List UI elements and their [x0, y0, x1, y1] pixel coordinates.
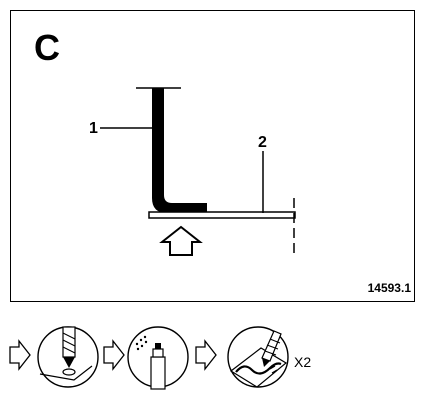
repeat-count-label: X2	[294, 354, 311, 370]
step-arrow-icon	[9, 339, 31, 371]
step-arrow-icon	[103, 339, 125, 371]
push-up-arrow-icon	[159, 225, 203, 256]
callout-1-label: 1	[89, 120, 98, 137]
step-arrow-icon	[195, 339, 217, 371]
bracket-part-1	[152, 88, 207, 213]
spray-can-icon	[127, 326, 189, 390]
base-panel	[148, 211, 296, 219]
panel-letter: C	[34, 27, 60, 68]
diagram-frame	[10, 10, 415, 302]
reference-number: 14593.1	[368, 281, 412, 295]
callout-2-label: 2	[258, 134, 267, 151]
seal-apply-icon	[227, 326, 289, 388]
drill-icon	[37, 326, 99, 388]
